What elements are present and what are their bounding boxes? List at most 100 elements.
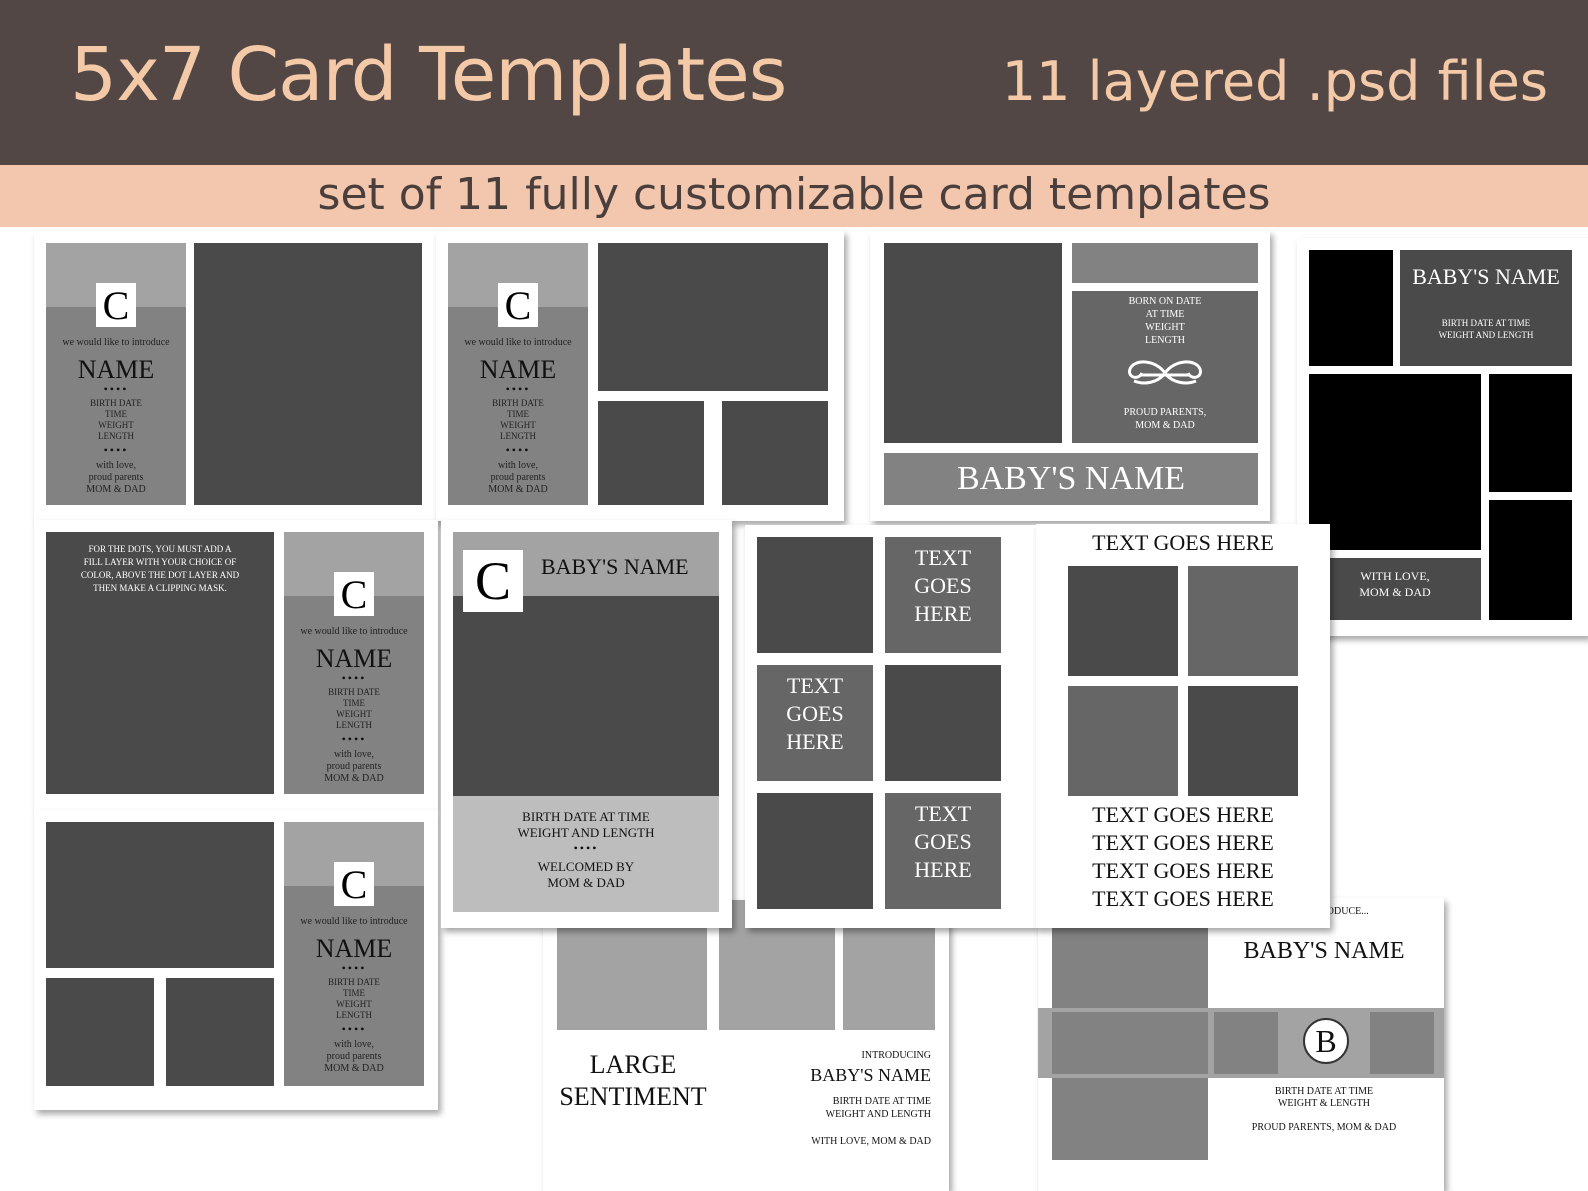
photo-placeholder [1188, 686, 1298, 796]
monogram-tile: C [334, 862, 374, 907]
text-goes-here-2: TEXT GOES HERE [1092, 830, 1274, 855]
page-title: 5x7 Card Templates [70, 32, 787, 118]
photo-placeholder [1068, 566, 1178, 676]
love-line-3: MOM & DAD [324, 1063, 384, 1074]
note-line-3: COLOR, ABOVE THE DOT LAYER AND [80, 570, 240, 580]
dots-divider: •••• [103, 443, 129, 457]
card-template-9: LARGE SENTIMENT INTRODUCING BABY'S NAME … [543, 900, 949, 1191]
text-line-2: GOES [914, 829, 972, 854]
birth-line-2: TIME [105, 409, 127, 419]
card-template-7: C we would like to introduce NAME •••• B… [34, 810, 438, 1110]
birth-line-2: TIME [343, 988, 365, 998]
birth-line-1: BIRTH DATE [492, 398, 544, 408]
love-line-1: with love, [334, 1039, 374, 1050]
dots-divider: •••• [341, 1022, 367, 1036]
card-template-8: TEXT GOES HERE TEXT GOES HERE TEXT GOES … [745, 525, 1036, 928]
detail-line-2: AT TIME [1145, 309, 1185, 320]
detail-line-1: BIRTH DATE AT TIME [1441, 318, 1531, 328]
birth-line-3: WEIGHT [336, 709, 372, 719]
photo-placeholder [46, 978, 154, 1086]
text-line-2: GOES [914, 573, 972, 598]
intro-text: we would like to introduce [464, 337, 572, 348]
parents-line: PROUD PARENTS, MOM & DAD [1251, 1122, 1397, 1133]
photo-placeholder [46, 532, 274, 794]
love-line-3: MOM & DAD [86, 484, 146, 495]
name-panel [1400, 250, 1572, 366]
detail-line-1: BORN ON DATE [1128, 296, 1202, 307]
text-goes-here-3: TEXT GOES HERE [1092, 858, 1274, 883]
footer-line-2: MOM & DAD [547, 875, 625, 890]
text-panel [885, 793, 1001, 909]
footer-panel [453, 796, 719, 912]
file-count: 11 layered .psd files [1001, 50, 1548, 113]
photo-placeholder [1188, 566, 1298, 676]
text-goes-here-1: TEXT GOES HERE [1092, 802, 1274, 827]
dots-divider: •••• [341, 671, 367, 685]
birth-line-3: WEIGHT [500, 420, 536, 430]
detail-line-1: BIRTH DATE AT TIME [832, 1096, 931, 1107]
photo-placeholder [46, 822, 274, 968]
photo-placeholder [1309, 250, 1393, 366]
header-strip [1072, 243, 1258, 283]
card-template-6: C BABY'S NAME BIRTH DATE AT TIME WEIGHT … [441, 520, 732, 928]
photo-placeholder [194, 243, 422, 505]
detail-line-2: WEIGHT & LENGTH [1277, 1098, 1371, 1109]
footer-line-1: WELCOMED BY [537, 859, 635, 874]
name-text: NAME [77, 355, 155, 384]
photo-placeholder [453, 596, 719, 796]
birth-line-1: BIRTH DATE [328, 977, 380, 987]
text-line-2: GOES [786, 701, 844, 726]
note-line-2: FILL LAYER WITH YOUR CHOICE OF [83, 557, 237, 567]
photo-placeholder [757, 793, 873, 909]
intro-text: we would like to introduce [62, 337, 170, 348]
birth-line-4: LENGTH [336, 1010, 372, 1020]
name-text: NAME [315, 934, 393, 963]
footer-line-1: WITH LOVE, [1360, 569, 1430, 583]
birth-line-4: LENGTH [98, 431, 134, 441]
photo-placeholder [1489, 500, 1572, 620]
photo-placeholder [885, 665, 1001, 781]
photo-placeholder [884, 243, 1062, 443]
detail-line-1: BIRTH DATE AT TIME [522, 809, 650, 824]
love-line-2: proud parents [88, 472, 144, 483]
dots-divider: •••• [341, 732, 367, 746]
details-panel [1072, 291, 1258, 443]
baby-name: BABY'S NAME [1243, 938, 1405, 964]
name-text: NAME [315, 644, 393, 673]
monogram-b: B [1303, 1018, 1349, 1064]
photo-placeholder [1068, 686, 1178, 796]
love-line-1: with love, [334, 749, 374, 760]
text-line-1: TEXT [914, 801, 972, 826]
card-template-11: TEXT GOES HERE TEXT GOES HERE TEXT GOES … [1036, 524, 1330, 928]
detail-line-3: WEIGHT [1145, 322, 1185, 333]
intro-text: we would like to introduce [300, 626, 408, 637]
birth-line-1: BIRTH DATE [90, 398, 142, 408]
monogram-tile: C [96, 283, 136, 328]
photo-placeholder [1052, 1012, 1208, 1074]
footer-line: WITH LOVE, MOM & DAD [811, 1136, 931, 1147]
text-line-1: TEXT [914, 545, 972, 570]
love-line-2: proud parents [490, 472, 546, 483]
monogram-tile: C [463, 550, 523, 612]
monogram-tile: C [334, 572, 374, 617]
card-template-10: B TRODUCE... BABY'S NAME BIRTH DATE AT T… [1038, 898, 1444, 1191]
love-line-2: proud parents [326, 1051, 382, 1062]
detail-line-2: WEIGHT AND LENGTH [1438, 330, 1534, 340]
birth-line-3: WEIGHT [336, 999, 372, 1009]
introducing-label: INTRODUCING [861, 1050, 931, 1061]
love-line-1: with love, [96, 460, 136, 471]
baby-name: BABY'S NAME [1412, 264, 1560, 289]
parents-line-2: MOM & DAD [1135, 420, 1195, 431]
detail-line-2: WEIGHT AND LENGTH [825, 1109, 931, 1120]
subtitle: set of 11 fully customizable card templa… [317, 169, 1271, 220]
love-line-2: proud parents [326, 761, 382, 772]
birth-line-1: BIRTH DATE [328, 687, 380, 697]
photo-placeholder [1370, 1012, 1434, 1074]
text-panel [757, 665, 873, 781]
photo-placeholder [757, 537, 873, 653]
text-goes-here-4: TEXT GOES HERE [1092, 886, 1274, 911]
photo-placeholder [598, 243, 828, 391]
birth-line-4: LENGTH [500, 431, 536, 441]
sidebar-panel [448, 307, 588, 505]
note-line-4: THEN MAKE A CLIPPING MASK. [93, 583, 227, 593]
